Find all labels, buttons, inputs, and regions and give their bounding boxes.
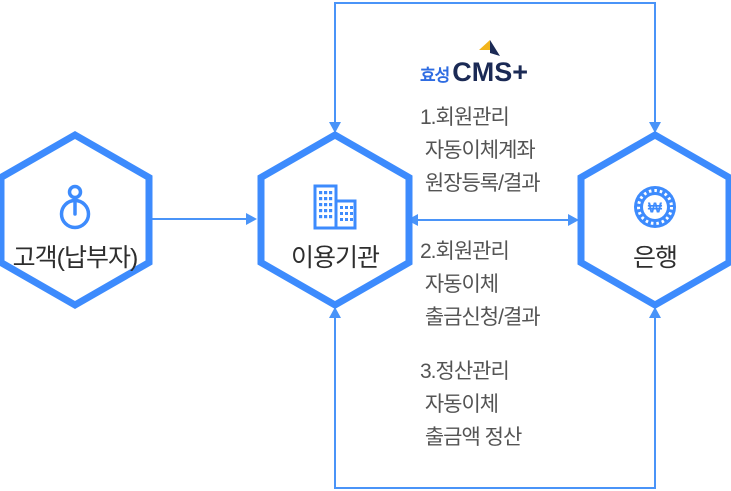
flow-step-1-line-1: 1.회원관리: [420, 106, 510, 129]
flow-step-2-line-2: 자동이체: [420, 273, 499, 296]
flow-step-1-line-3: 원장등록/결과: [420, 172, 541, 195]
bottom-connector-line: [334, 313, 656, 489]
flow-step-2-line-3: 출금신청/결과: [420, 306, 541, 329]
top-connector-line: [334, 2, 656, 127]
cms-logo-mark-icon: [479, 40, 500, 56]
node-institution: 이용기관: [255, 130, 415, 310]
logo-brand-text: 효성: [420, 66, 450, 85]
node-bank: ₩ 은행: [575, 130, 731, 310]
double-arrow-right-head: [568, 214, 579, 226]
flow-step-3-line-2: 자동이체: [420, 393, 499, 416]
bottom-connector-arrow-into-institution: [329, 307, 341, 318]
top-connector-arrow-into-bank: [649, 122, 661, 133]
flow-step-3-line-3: 출금액 정산: [420, 426, 522, 449]
customer-label: 고객(납부자): [12, 244, 139, 272]
logo-product-text: CMS+: [452, 57, 529, 87]
won-symbol: ₩: [648, 200, 663, 217]
flow-step-1-line-2: 자동이체계좌: [420, 139, 536, 162]
institution-label: 이용기관: [290, 244, 380, 272]
flow-step-1: 1.회원관리 자동이체계좌 원장등록/결과: [420, 101, 600, 200]
building-icon: [312, 183, 358, 231]
flow-step-2-line-1: 2.회원관리: [420, 240, 510, 263]
customer-to-institution-arrowhead: [246, 213, 257, 225]
coin-icon: ₩: [632, 183, 678, 231]
flow-step-2: 2.회원관리 자동이체 출금신청/결과: [420, 235, 600, 334]
customer-hexagon: [0, 130, 153, 310]
bottom-connector-arrow-into-bank: [649, 307, 661, 318]
node-customer: 고객(납부자): [0, 130, 155, 310]
bank-label: 은행: [632, 244, 678, 272]
flow-step-3: 3.정산관리 자동이체 출금액 정산: [420, 355, 600, 454]
person-icon: [54, 183, 96, 231]
flow-step-3-line-1: 3.정산관리: [420, 360, 510, 383]
hyosung-cms-logo: 효성 CMS+: [420, 40, 550, 88]
top-connector-arrow-into-institution: [329, 122, 341, 133]
